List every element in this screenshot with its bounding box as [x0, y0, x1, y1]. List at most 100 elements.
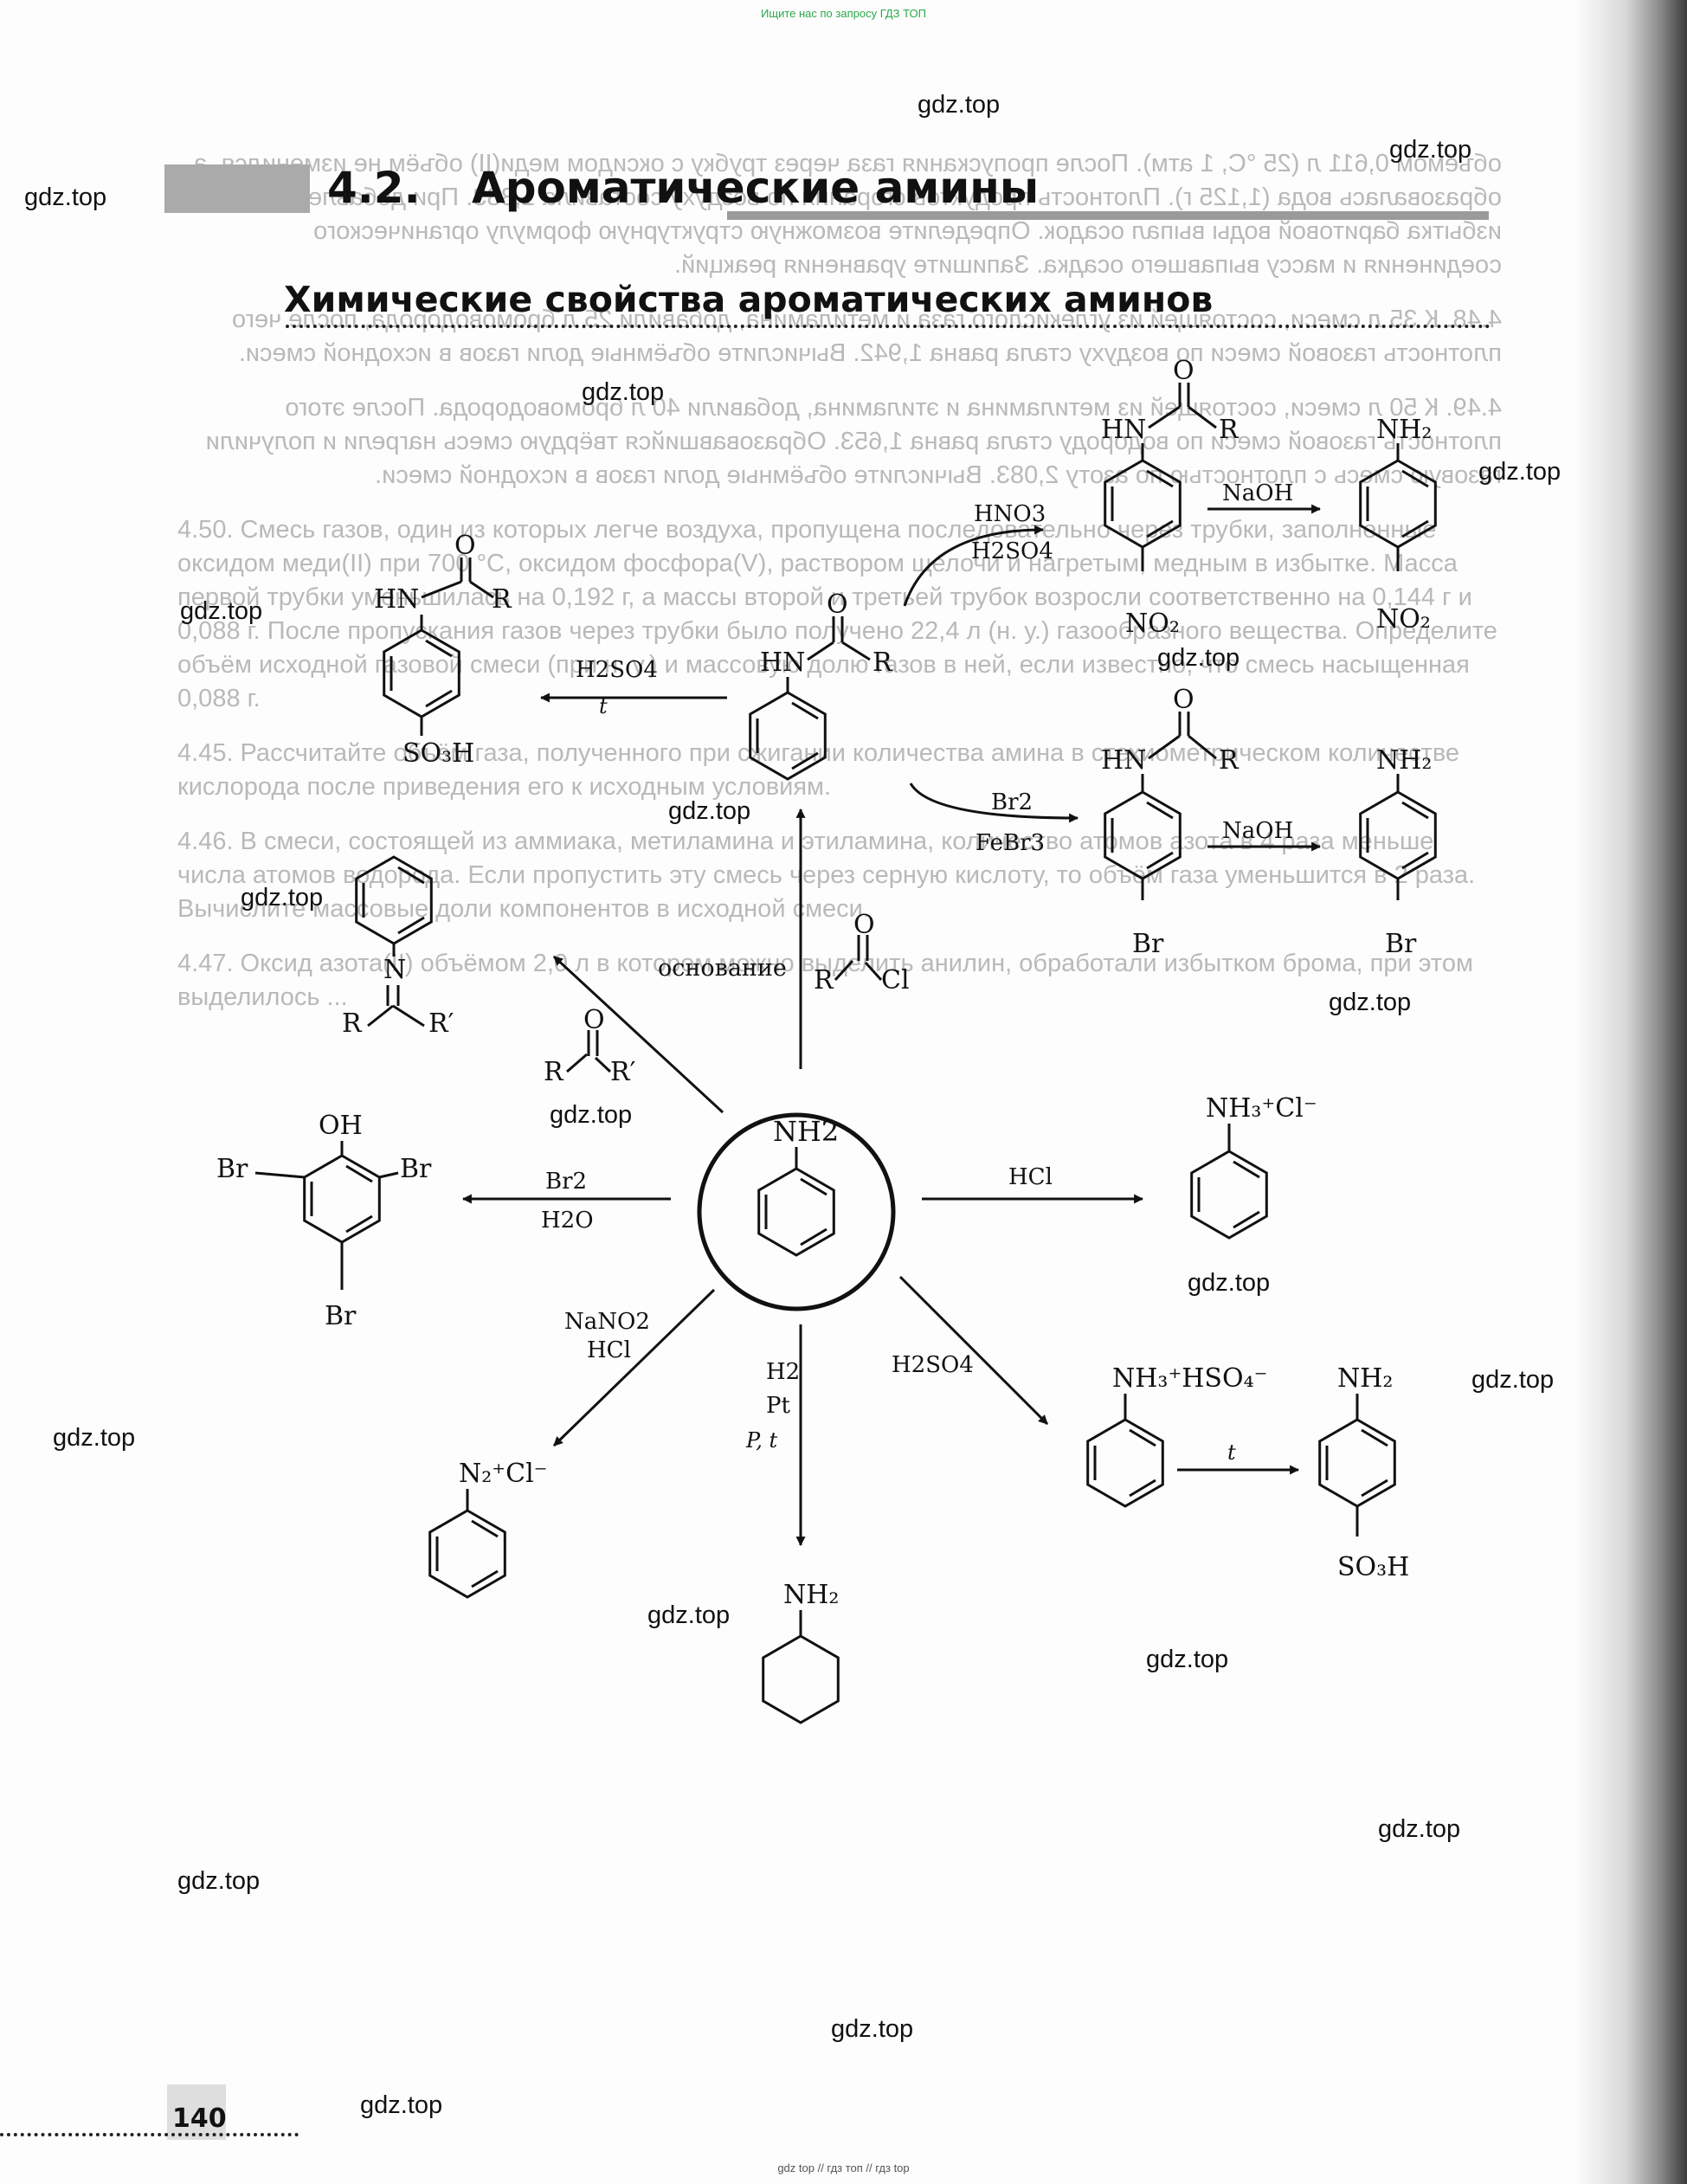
svg-text:Br: Br: [1385, 929, 1417, 959]
hydrogenation-reagent-2: Pt: [766, 1393, 790, 1419]
section-rule: [286, 325, 1491, 328]
bromination-top: Br2: [545, 1169, 587, 1195]
reaction-diazotization: NaNO2 HCl N₂⁺Cl⁻: [428, 1288, 716, 1599]
diazotization-bottom: HCl: [587, 1337, 631, 1363]
svg-text:NH₂: NH₂: [1376, 415, 1432, 445]
watermark: gdz.top: [1471, 1366, 1555, 1394]
page-number: 140: [172, 2103, 227, 2134]
svg-text:HN: HN: [760, 647, 805, 678]
watermark: gdz.top: [1478, 458, 1561, 486]
page-edge-shadow: [1574, 0, 1687, 2184]
amide-sulfonation-bottom: t: [599, 694, 608, 718]
watermark: gdz.top: [647, 1601, 731, 1629]
center-label: NH2: [773, 1115, 839, 1148]
svg-text:R: R: [1219, 745, 1239, 776]
svg-text:HN: HN: [1101, 415, 1146, 445]
ghost-paragraph: 4.50. Смесь газов, один из которых легче…: [177, 516, 1497, 712]
acyl-chloride-r: R: [814, 965, 834, 995]
watermark: gdz.top: [1378, 1815, 1461, 1843]
watermark: gdz.top: [24, 184, 107, 211]
reaction-schiff: R O R′ N R R′: [342, 855, 724, 1114]
reaction-hydrogenation: H2 Pt P, t NH₂: [745, 1324, 840, 1724]
sulfo-group: SO₃H: [402, 738, 474, 769]
svg-text:NH₂: NH₂: [783, 1580, 839, 1610]
amide-nitration-arrow: [903, 525, 1045, 607]
reaction-hcl: HCl NH₃⁺Cl⁻: [922, 1093, 1317, 1240]
watermark: gdz.top: [53, 1424, 136, 1452]
watermark: gdz.top: [582, 378, 665, 406]
bromo-hydrolysis-reagent: NaOH: [1222, 818, 1293, 844]
anilide-structure: O HN R: [749, 589, 893, 781]
watermark: gdz.top: [1146, 1646, 1229, 1673]
watermark: gdz.top: [918, 91, 1001, 119]
svg-text:R: R: [544, 1057, 564, 1087]
reaction-acylation: основание R O Cl: [658, 808, 910, 1069]
svg-text:O: O: [583, 1005, 605, 1035]
svg-text:HN: HN: [1101, 745, 1146, 776]
watermark: gdz.top: [360, 2091, 443, 2119]
watermark: gdz.top: [1157, 644, 1240, 672]
amide-nitration-bottom: H2SO4: [971, 538, 1053, 564]
diazotization-top: NaNO2: [564, 1309, 650, 1335]
svg-text:N: N: [383, 955, 406, 985]
bottom-note: gdz top // гдз топ // гдз top: [777, 2161, 910, 2174]
footer-dots: [0, 2133, 299, 2136]
svg-text:NH₃⁺HSO₄⁻: NH₃⁺HSO₄⁻: [1112, 1363, 1267, 1394]
svg-text:R: R: [492, 584, 512, 615]
diazotization-arrow: [552, 1288, 716, 1447]
svg-text:Br: Br: [216, 1154, 248, 1184]
chapter-title: Ароматические амины: [472, 163, 1040, 213]
bromination-bottom: H2O: [541, 1208, 594, 1234]
acyl-chloride-cl: Cl: [881, 965, 910, 995]
watermark: gdz.top: [177, 1867, 261, 1895]
svg-text:O: O: [454, 531, 476, 561]
acylation-reagent: основание: [658, 955, 787, 982]
acyl-chloride-o: O: [853, 910, 875, 940]
page-number-box: [167, 2084, 226, 2140]
svg-text:N₂⁺Cl⁻: N₂⁺Cl⁻: [459, 1459, 548, 1489]
svg-text:HN: HN: [374, 584, 419, 615]
amide-bromination-top: Br2: [991, 789, 1033, 815]
reaction-amide-bromination: Br2 FeBr3 O HN R Br NaOH NH₂ Br: [909, 685, 1437, 959]
sulfanilic-heat: t: [1227, 1440, 1236, 1465]
nitro-hydrolysis-reagent: NaOH: [1222, 480, 1293, 506]
svg-text:R: R: [342, 1008, 363, 1039]
hcl-reagent: HCl: [1008, 1164, 1053, 1190]
watermark: gdz.top: [1389, 136, 1472, 164]
reaction-bromination: Br2 H2O OH Br Br Br: [216, 1111, 671, 1331]
svg-text:O: O: [1173, 356, 1194, 386]
amide-sulfonation-top: H2SO4: [576, 657, 658, 683]
sulfuric-arrow: [898, 1275, 1049, 1426]
svg-text:NO₂: NO₂: [1125, 609, 1180, 639]
hydrogenation-reagent-1: H2: [766, 1359, 800, 1385]
svg-text:R′: R′: [428, 1008, 454, 1039]
svg-text:Br: Br: [400, 1154, 432, 1184]
svg-text:NH₂: NH₂: [1376, 745, 1432, 776]
chapter-number: 4.2.: [327, 163, 421, 213]
reaction-sulfuric: H2SO4 NH₃⁺HSO₄⁻ t NH₂ SO₃H: [892, 1275, 1409, 1582]
svg-text:O: O: [1173, 685, 1194, 715]
svg-text:R′: R′: [610, 1057, 636, 1087]
hydrogenation-reagent-3: P, t: [745, 1428, 778, 1453]
svg-text:O: O: [827, 589, 848, 620]
watermark: gdz.top: [550, 1101, 633, 1129]
amide-bromination-bottom: FeBr3: [975, 830, 1045, 856]
section-title: Химические свойства ароматических аминов: [284, 279, 1214, 320]
svg-text:OH: OH: [319, 1111, 363, 1141]
svg-text:NO₂: NO₂: [1376, 604, 1431, 635]
svg-text:Br: Br: [325, 1301, 357, 1331]
schiff-arrow: [552, 955, 724, 1114]
svg-text:SO₃H: SO₃H: [1337, 1552, 1409, 1582]
svg-text:Br: Br: [1132, 929, 1164, 959]
watermark: gdz.top: [180, 597, 263, 625]
top-note: Ищите нас по запросу ГДЗ ТОП: [761, 7, 926, 20]
aniline-center: NH2: [697, 1112, 896, 1311]
ghost-paragraph: 4.46. В смеси, состоящей из аммиака, мет…: [177, 828, 1476, 923]
watermark: gdz.top: [241, 884, 324, 912]
svg-text:NH₃⁺Cl⁻: NH₃⁺Cl⁻: [1206, 1093, 1317, 1124]
chapter-bar: [164, 164, 310, 213]
reaction-amide-nitration: HNO3 H2SO4 O HN R NO₂ NaOH NH₂ NO₂: [903, 356, 1437, 639]
svg-text:R: R: [872, 647, 893, 678]
watermark: gdz.top: [1329, 989, 1412, 1016]
svg-text:NH₂: NH₂: [1337, 1363, 1393, 1394]
